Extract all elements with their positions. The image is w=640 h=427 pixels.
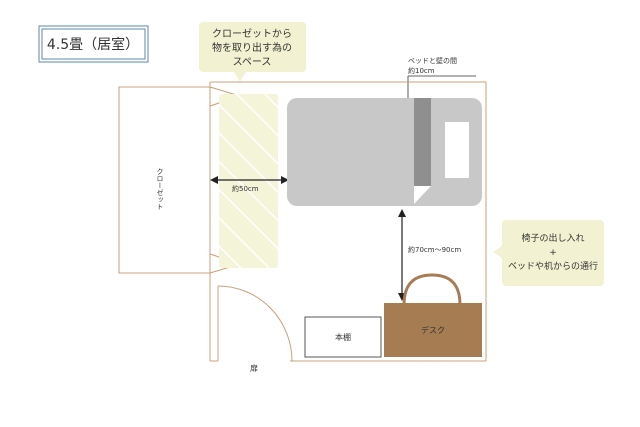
- chair-space-note: 椅子の出し入れ + ベッドや机からの通行: [493, 220, 604, 286]
- page-title: 4.5畳（居室）: [47, 36, 139, 53]
- chair-note-line-2: +: [549, 248, 557, 258]
- bookshelf-label: 本棚: [335, 332, 351, 342]
- gap-value: 約10cm: [408, 66, 435, 75]
- bed-wall-gap-stripe: [414, 98, 431, 186]
- closet-clearance-zone: [219, 94, 278, 268]
- desk-dim-label: 約70cm〜90cm: [408, 245, 461, 254]
- bed-wall-gap-annotation: ベッドと壁の間 約10cm: [407, 56, 476, 100]
- closet: クローゼット: [118, 86, 241, 274]
- closet-space-note: クローゼットから 物を取り出す為の スペース: [199, 22, 306, 82]
- closet-dimension: 約50cm: [210, 176, 289, 193]
- bed-folded-corner: [414, 186, 431, 204]
- chair-note-line-1: 椅子の出し入れ: [521, 232, 584, 244]
- closet-note-line-2: 物を取り出す為の: [212, 41, 292, 54]
- pillow: [445, 122, 469, 178]
- bookshelf: 本棚: [304, 316, 382, 358]
- closet-note-line-3: スペース: [233, 57, 272, 68]
- closet-label: クローゼット: [156, 168, 164, 210]
- chair-note-line-3: ベッドや机からの通行: [508, 260, 598, 272]
- door-label: 扉: [250, 363, 258, 373]
- bed: [287, 98, 482, 206]
- closet-dim-label: 約50cm: [232, 184, 259, 193]
- door: 扉: [217, 285, 293, 373]
- desk: デスク: [384, 273, 482, 357]
- gap-title: ベッドと壁の間: [408, 56, 457, 65]
- desk-label: デスク: [421, 325, 445, 335]
- room-walls: [209, 81, 487, 362]
- closet-note-line-1: クローゼットから: [212, 28, 292, 40]
- title-box: 4.5畳（居室）: [38, 25, 149, 63]
